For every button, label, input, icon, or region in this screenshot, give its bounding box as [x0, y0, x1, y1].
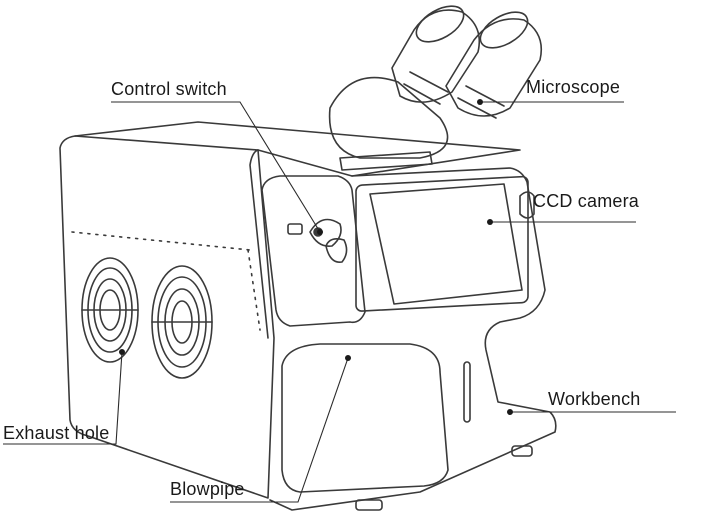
leader-exhaust-hole — [3, 351, 123, 445]
label-control-switch: Control switch — [111, 79, 227, 99]
label-blowpipe: Blowpipe — [170, 479, 245, 499]
work-chamber — [281, 343, 449, 493]
point-ccd-camera — [487, 219, 493, 225]
front-slot — [463, 361, 471, 423]
point-microscope — [477, 99, 483, 105]
control-switch-drawing — [287, 218, 348, 263]
label-microscope: Microscope — [526, 77, 621, 97]
point-control-switch — [317, 229, 323, 235]
fan-left — [81, 257, 139, 363]
leader-control-switch — [111, 101, 321, 233]
label-exhaust-hole: Exhaust hole — [3, 423, 110, 443]
label-ccd-camera: CCD camera — [533, 191, 640, 211]
screen-bezel — [355, 175, 529, 312]
body-top — [74, 121, 521, 177]
body-edge — [249, 149, 269, 339]
microscope-body — [328, 76, 449, 159]
point-blowpipe — [345, 355, 351, 361]
leader-blowpipe — [170, 357, 349, 503]
camera-knob — [519, 191, 535, 219]
fan-right — [151, 265, 213, 379]
point-workbench — [507, 409, 513, 415]
microscope-base — [339, 151, 433, 171]
switch-shoulder — [261, 175, 366, 327]
point-exhaust-hole — [119, 349, 125, 355]
screen-glass — [369, 183, 523, 305]
body-left-side — [59, 135, 275, 499]
eyepiece-left — [391, 5, 481, 105]
eyepiece-right — [445, 11, 543, 119]
label-workbench: Workbench — [548, 389, 641, 409]
